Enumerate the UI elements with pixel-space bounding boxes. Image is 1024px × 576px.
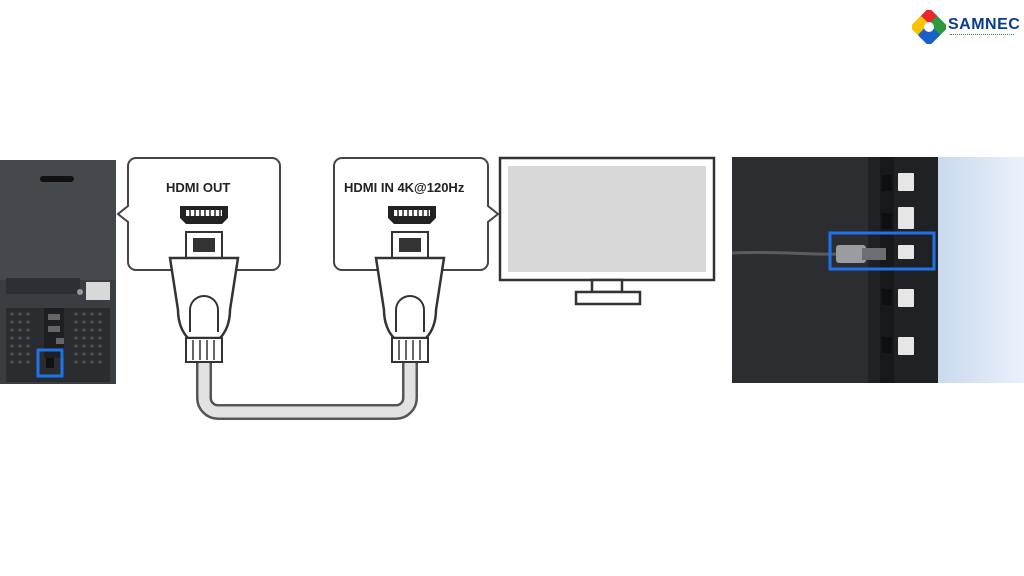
logo-tagline-line [950, 34, 1014, 38]
hdmi-out-label: HDMI OUT [166, 180, 231, 195]
tv-rear-panel-photo [731, 157, 1024, 383]
tv-hdmi-port-highlight [828, 231, 936, 271]
samnec-logo: SAMNEC [910, 8, 1021, 46]
game-console [0, 160, 116, 384]
monitor-icon [498, 156, 716, 306]
hdmi-in-label: HDMI IN 4K@120Hz [344, 180, 465, 195]
hdmi-port-icon [388, 206, 436, 224]
logo-mark-icon [910, 8, 948, 46]
logo-wordmark: SAMNEC [948, 16, 1021, 33]
hdmi-port-icon [180, 206, 228, 224]
hdmi-cable [168, 231, 446, 420]
console-hdmi-port-highlight [36, 348, 64, 378]
